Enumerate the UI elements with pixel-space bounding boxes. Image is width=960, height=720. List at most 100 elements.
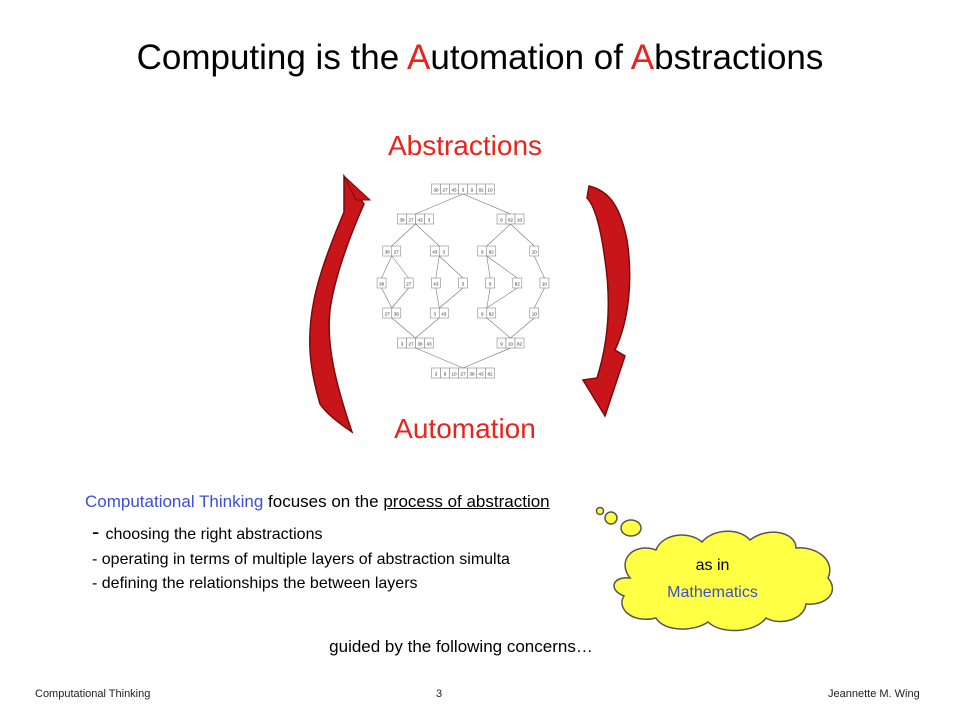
connector-line <box>415 317 440 339</box>
bullet-1-dash: - <box>92 519 106 544</box>
connector-line <box>486 287 491 309</box>
sort-cell <box>539 277 550 289</box>
connector-line <box>391 317 416 339</box>
connector-line <box>435 287 440 309</box>
sort-cell <box>391 307 402 319</box>
connector-line <box>533 287 545 309</box>
sort-cell <box>424 337 434 349</box>
footer-page-number: 3 <box>436 688 443 700</box>
sort-cell-value: 3 <box>435 371 438 376</box>
sort-cell <box>514 337 525 349</box>
connector-line <box>462 193 511 215</box>
sort-cell-value: 9 <box>489 281 492 286</box>
connector-line <box>391 255 409 279</box>
automation-label: Automation <box>394 413 536 444</box>
connector-line <box>435 255 440 279</box>
connector-line <box>415 223 440 247</box>
sort-cell-value: 3 <box>428 217 431 222</box>
cloud-line-1: as in <box>695 557 730 574</box>
footer-right: Jeannette M. Wing <box>828 688 920 700</box>
sort-cell-value: 38 <box>399 217 405 222</box>
sort-cell-value: 9 <box>471 187 474 192</box>
sort-cell-value: 38 <box>433 187 439 192</box>
connector-line <box>439 287 464 309</box>
sort-cell-value: 38 <box>385 249 391 254</box>
sort-cell-value: 82 <box>515 281 521 286</box>
sort-cell-value: 43 <box>426 341 432 346</box>
right-curved-arrow <box>581 185 631 418</box>
sort-cell-value: 27 <box>408 217 414 222</box>
connector-line <box>381 287 393 309</box>
sort-cell-value: 10 <box>517 217 523 222</box>
sort-cell <box>485 183 495 195</box>
sort-cell-value: 27 <box>394 249 400 254</box>
sort-cell-value: 82 <box>517 341 523 346</box>
sort-cell-value: 27 <box>408 341 414 346</box>
sort-cell-value: 43 <box>417 217 423 222</box>
sort-cell-value: 27 <box>385 311 391 316</box>
bullet-1-text: choosing the right abstractions <box>105 526 323 543</box>
sort-cell-value: 82 <box>489 249 495 254</box>
connector-line <box>510 317 535 339</box>
sort-cell-value: 27 <box>460 371 466 376</box>
sort-cell <box>438 245 449 257</box>
title-highlight-a1: A <box>407 38 431 77</box>
sort-cell-value: 82 <box>489 311 495 316</box>
sort-cell-value: 9 <box>481 311 484 316</box>
sort-cell-value: 38 <box>379 281 385 286</box>
sort-cell-value: 10 <box>487 187 493 192</box>
bullet-1: - choosing the right abstractions <box>92 519 322 545</box>
ct-process: process of abstraction <box>383 492 550 511</box>
sort-cell <box>514 213 525 225</box>
sort-cell-value: 43 <box>451 187 457 192</box>
title-mid: utomation of <box>430 38 631 77</box>
title-suffix: bstractions <box>654 38 824 77</box>
connector-line <box>391 287 409 309</box>
sort-cell-value: 82 <box>508 217 514 222</box>
sort-cell-value: 82 <box>487 371 493 376</box>
connector-line <box>486 317 511 339</box>
sort-cell-value: 38 <box>469 371 475 376</box>
connector-line <box>533 255 545 279</box>
sort-cell-value: 27 <box>442 187 448 192</box>
connector-line <box>510 223 535 247</box>
ct-statement: Computational Thinking focuses on the pr… <box>85 492 550 512</box>
sort-cell-value: 43 <box>432 249 438 254</box>
slide-title: Computing is the Automation of Abstracti… <box>0 38 960 78</box>
connector-line <box>486 287 518 309</box>
connector-line <box>462 347 511 369</box>
footer-left: Computational Thinking <box>35 688 151 700</box>
sort-cell-value: 10 <box>508 341 514 346</box>
sort-cell <box>391 245 402 257</box>
sort-cell-value: 9 <box>500 341 503 346</box>
bullet-3: - defining the relationships the between… <box>92 575 418 592</box>
connector-line <box>391 223 416 247</box>
abstractions-label: Abstractions <box>387 130 543 161</box>
sort-cell <box>486 245 497 257</box>
ct-rest: focuses on the <box>263 492 384 511</box>
sort-cell <box>438 307 449 319</box>
connector-line <box>486 255 518 279</box>
sort-cell <box>485 367 495 379</box>
left-curved-arrow <box>308 173 372 434</box>
connector-line <box>415 347 464 369</box>
sort-cell-value: 10 <box>532 311 538 316</box>
sort-cell-value: 43 <box>441 311 447 316</box>
sort-cell-value: 3 <box>442 249 445 254</box>
sort-cell-value: 3 <box>462 281 465 286</box>
bullet-2: - operating in terms of multiple layers … <box>92 551 510 568</box>
title-highlight-a2: A <box>630 38 655 77</box>
sort-cell-value: 10 <box>451 371 457 376</box>
sort-cell-value: 10 <box>532 249 538 254</box>
ct-term: Computational Thinking <box>85 492 264 511</box>
sort-cell <box>403 277 414 289</box>
title-prefix: Computing is the <box>136 38 408 77</box>
connector-line <box>486 223 511 247</box>
guided-line: guided by the following concerns… <box>329 637 593 656</box>
sort-cell-value: 9 <box>444 371 447 376</box>
sort-cell-value: 9 <box>481 249 484 254</box>
sort-cell-value: 9 <box>500 217 503 222</box>
sort-cell-value: 3 <box>462 187 465 192</box>
sort-cell <box>424 213 434 225</box>
